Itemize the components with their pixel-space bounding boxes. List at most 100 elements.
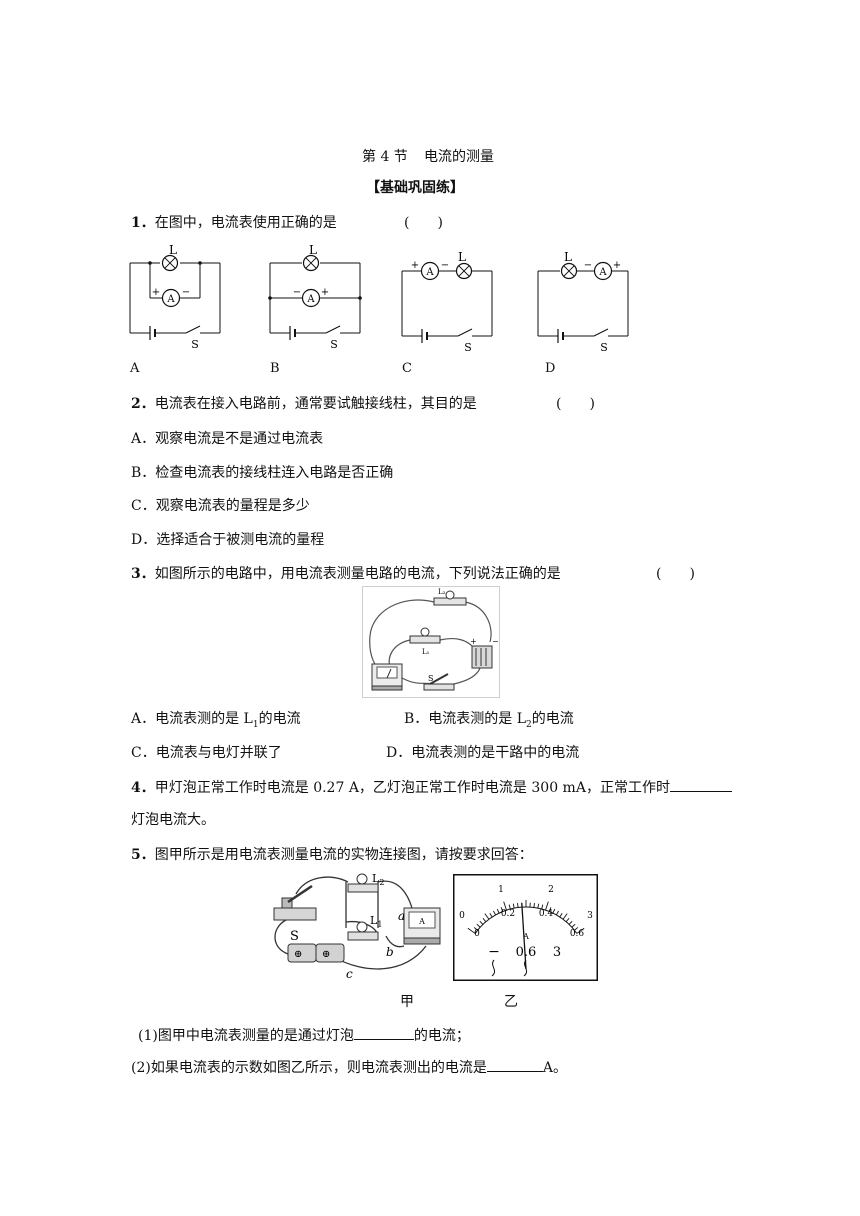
dial-tick [484, 913, 490, 920]
circuit-d: L A − + S [537, 250, 629, 354]
dial-tick [533, 902, 535, 908]
q4-answer-blank[interactable] [669, 791, 732, 792]
outer-scale-1: 1 [498, 885, 504, 895]
dial-tick [562, 913, 568, 920]
bulb-icon [445, 590, 455, 600]
terminal-3: 3 [553, 945, 561, 960]
dial-tick [576, 927, 585, 934]
q1-number: 1． [131, 215, 155, 231]
switch-icon [423, 683, 455, 691]
bulb-icon [420, 627, 430, 637]
dial-tick [559, 912, 563, 918]
q3-option-c[interactable]: C．电流表与电灯并联了 [131, 745, 282, 761]
label-l1: L1 [370, 914, 382, 929]
q5-sub1-blank[interactable] [353, 1039, 414, 1040]
section-number: 第 4 节 [362, 149, 408, 165]
terminal-plus: + [321, 287, 329, 298]
dial-tick [500, 907, 504, 912]
label-l2: L2 [372, 872, 384, 887]
dial-tick [574, 927, 579, 931]
inner-scale-0.4: 0.4 [539, 909, 554, 919]
label-l1: L₁ [422, 648, 430, 656]
switch-label: S [191, 338, 199, 351]
q3-circuit-photo: L₂ L₁ + − S [362, 586, 500, 698]
q5-figure-jia: S L2 L1 A a b c ⊕ ⊕ [273, 872, 441, 981]
dial-scale [467, 900, 585, 934]
subheading: 【基础巩固练】 [366, 180, 464, 196]
q3-option-d[interactable]: D．电流表测的是干路中的电流 [386, 745, 580, 761]
caption-jia: 甲 [400, 994, 414, 1010]
lamp-label: L [458, 250, 466, 264]
dial-tick [503, 901, 507, 911]
terminal-minus: − [441, 260, 449, 271]
inner-scale-0.2: 0.2 [501, 909, 515, 919]
q1-option-a[interactable]: A [130, 361, 140, 376]
label-s: S [428, 674, 433, 683]
label-s: S [290, 929, 299, 944]
q3-option-b[interactable]: B．电流表测的是 L2的电流 [404, 711, 574, 730]
q3-answer-bracket: ( ) [656, 566, 695, 582]
q2-option-b[interactable]: B．检查电流表的接线柱连入电路是否正确 [131, 465, 394, 481]
terminal-plus: + [613, 260, 621, 271]
q5-number: 5． [131, 847, 155, 863]
q2-option-d[interactable]: D．选择适合于被测电流的量程 [131, 532, 325, 548]
dial-tick [568, 920, 573, 925]
dial-tick [537, 903, 540, 909]
terminal-minus: − [584, 260, 592, 271]
q4-line1: 4．甲灯泡正常工作时电流是 0.27 A，乙灯泡正常工作时电流是 300 mA，… [131, 779, 732, 797]
q2-option-a[interactable]: A．观察电流是不是通过电流表 [131, 431, 324, 447]
battery-minus: − [492, 637, 499, 646]
label-b: b [386, 945, 394, 959]
q3-option-a[interactable]: A．电流表测的是 L1的电流 [131, 711, 301, 730]
dial-tick [517, 902, 519, 908]
caption-yi: 乙 [504, 994, 518, 1010]
terminal-minus: − [488, 944, 500, 960]
label-c: c [346, 967, 353, 981]
q5-sub2-blank[interactable] [486, 1071, 543, 1072]
dial-tick [493, 910, 497, 916]
inner-scale-0: 0 [474, 929, 480, 939]
q1-option-b[interactable]: B [270, 361, 280, 376]
dial-tick [508, 904, 511, 910]
q1-option-c[interactable]: C [402, 361, 412, 376]
q2-stem: 2．电流表在接入电路前，通常要试触接线柱，其目的是 [131, 395, 477, 413]
page-title: 电流的测量 [424, 149, 494, 165]
lamp-label: L [564, 250, 572, 264]
q5-stem: 5．图甲所示是用电流表测量电流的实物连接图，请按要求回答： [131, 846, 533, 864]
circuit-b: L A − + S [268, 243, 362, 351]
q1-option-d[interactable]: D [545, 361, 556, 376]
q4-number: 4． [131, 780, 155, 796]
q2-option-c[interactable]: C．观察电流表的量程是多少 [131, 498, 310, 514]
dial-tick [496, 908, 500, 914]
battery-icon [471, 645, 493, 669]
lamp-icon [161, 254, 179, 272]
battery-plus: ⊕ [322, 949, 330, 960]
inner-scale-0.6: 0.6 [570, 929, 585, 939]
q3-stem: 3．如图所示的电路中，用电流表测量电路的电流，下列说法正确的是 [131, 565, 561, 583]
q3-number: 3． [131, 566, 155, 582]
terminal-minus: − [182, 287, 190, 298]
dial-tick [482, 918, 487, 923]
lamp-label: L [309, 243, 317, 257]
outer-scale-0: 0 [459, 911, 465, 921]
q5-text: 图甲所示是用电流表测量电流的实物连接图，请按要求回答： [154, 847, 533, 863]
q4-text: 甲灯泡正常工作时电流是 0.27 A，乙灯泡正常工作时电流是 300 mA，正常… [154, 780, 670, 796]
dial-tick [467, 927, 476, 934]
q5-sub1: (1)图甲中电流表测量的是通过灯泡的电流； [138, 1028, 470, 1044]
dial-tick [545, 901, 549, 911]
ammeter-label: A [425, 267, 434, 278]
battery-plus: ⊕ [294, 949, 302, 960]
lamp-icon [560, 262, 578, 280]
battery-plus: + [470, 637, 477, 646]
unit-label: A [522, 932, 529, 941]
outer-scale-2: 2 [548, 885, 554, 895]
terminal-0.6: 0.6 [516, 945, 537, 960]
outer-scale-3: 3 [587, 911, 593, 921]
battery-icon [315, 943, 345, 963]
q1-answer-bracket: ( ) [404, 215, 443, 231]
circuit-a: L A + − S [129, 243, 221, 351]
dial-tick [555, 910, 559, 916]
lamp-icon [302, 254, 320, 272]
ammeter-label: A [598, 267, 607, 278]
q2-text: 电流表在接入电路前，通常要试触接线柱，其目的是 [154, 396, 477, 412]
